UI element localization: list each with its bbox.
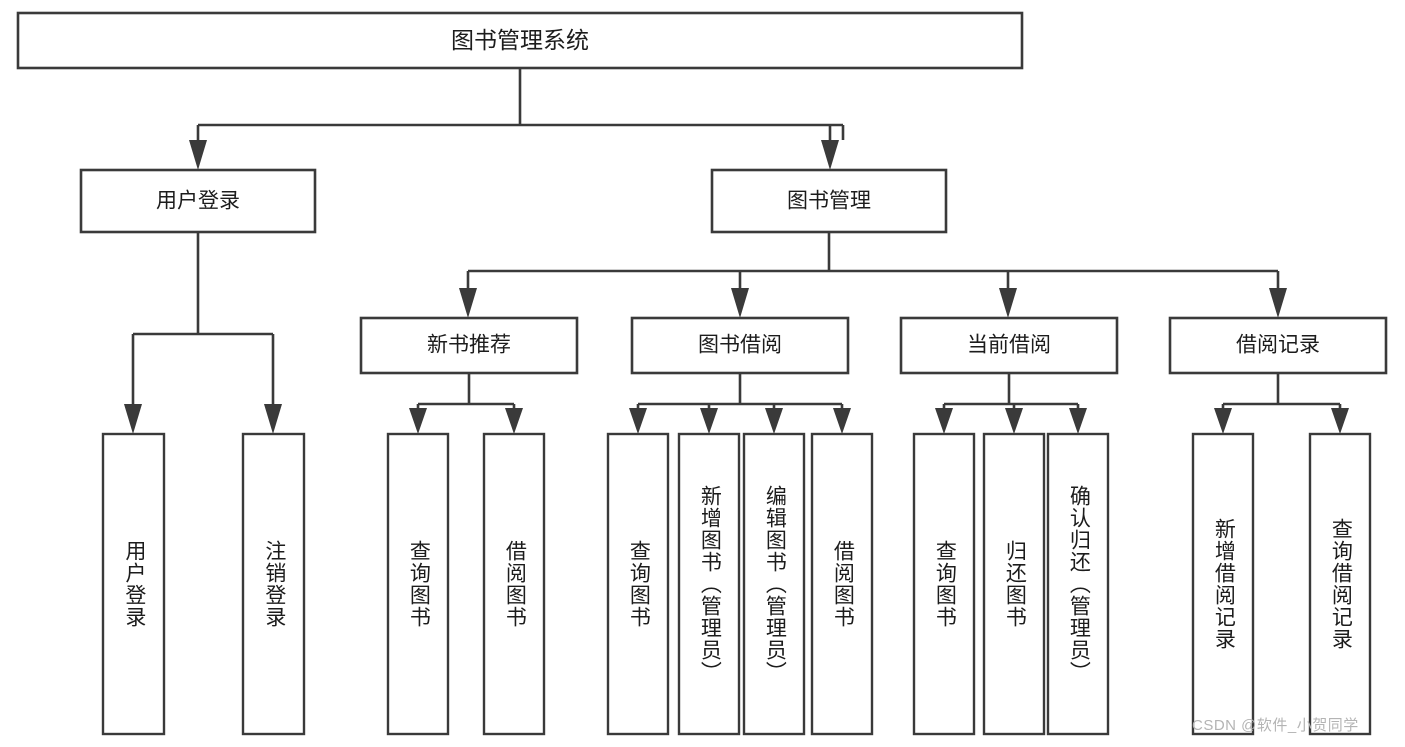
leaf-box-logout[interactable] [241, 432, 306, 736]
leaf-box-query-book-borrow[interactable] [606, 432, 670, 736]
node-new-book-recommend-label: 新书推荐 [427, 334, 511, 357]
leaf-box-borrow-book[interactable] [810, 432, 874, 736]
leaf-box-borrow-book-recommend[interactable] [482, 432, 546, 736]
connector-borrow-record-to-leaves [1214, 373, 1349, 434]
node-book-manage-label: 图书管理 [787, 190, 871, 213]
node-root-box[interactable] [16, 11, 1024, 70]
leaf-box-confirm-return-admin[interactable] [1046, 432, 1110, 736]
node-book-borrow-label: 图书借阅 [698, 334, 782, 357]
node-user-login-box[interactable] [79, 168, 317, 234]
leaf-box-query-book-current[interactable] [912, 432, 976, 736]
leaf-box-return-book[interactable] [982, 432, 1046, 736]
connector-book-borrow-to-leaves [629, 373, 851, 434]
connector-current-borrow-to-leaves [935, 373, 1087, 434]
leaf-box-user-login[interactable] [101, 432, 166, 736]
leaf-box-edit-book-admin[interactable] [742, 432, 806, 736]
connector-book-manage-to-level3 [459, 232, 1287, 318]
node-borrow-record-label: 借阅记录 [1236, 334, 1320, 357]
leaf-box-add-book-admin[interactable] [677, 432, 741, 736]
connector-root-to-level2 [189, 68, 845, 170]
leaf-box-query-book-recommend[interactable] [386, 432, 450, 736]
node-user-login-label: 用户登录 [156, 190, 240, 213]
node-new-book-recommend-box[interactable] [359, 316, 579, 375]
node-current-borrow-box[interactable] [899, 316, 1119, 375]
node-current-borrow-label: 当前借阅 [967, 334, 1051, 357]
node-root-label: 图书管理系统 [451, 27, 589, 53]
leaf-box-query-borrow-record[interactable] [1308, 432, 1372, 736]
leaf-box-add-borrow-record[interactable] [1191, 432, 1255, 736]
connector-user-login-to-leaves [124, 232, 282, 434]
connector-new-book-recommend-to-leaves [409, 373, 523, 434]
csdn-watermark: CSDN @软件_小贺同学 [1192, 717, 1359, 734]
